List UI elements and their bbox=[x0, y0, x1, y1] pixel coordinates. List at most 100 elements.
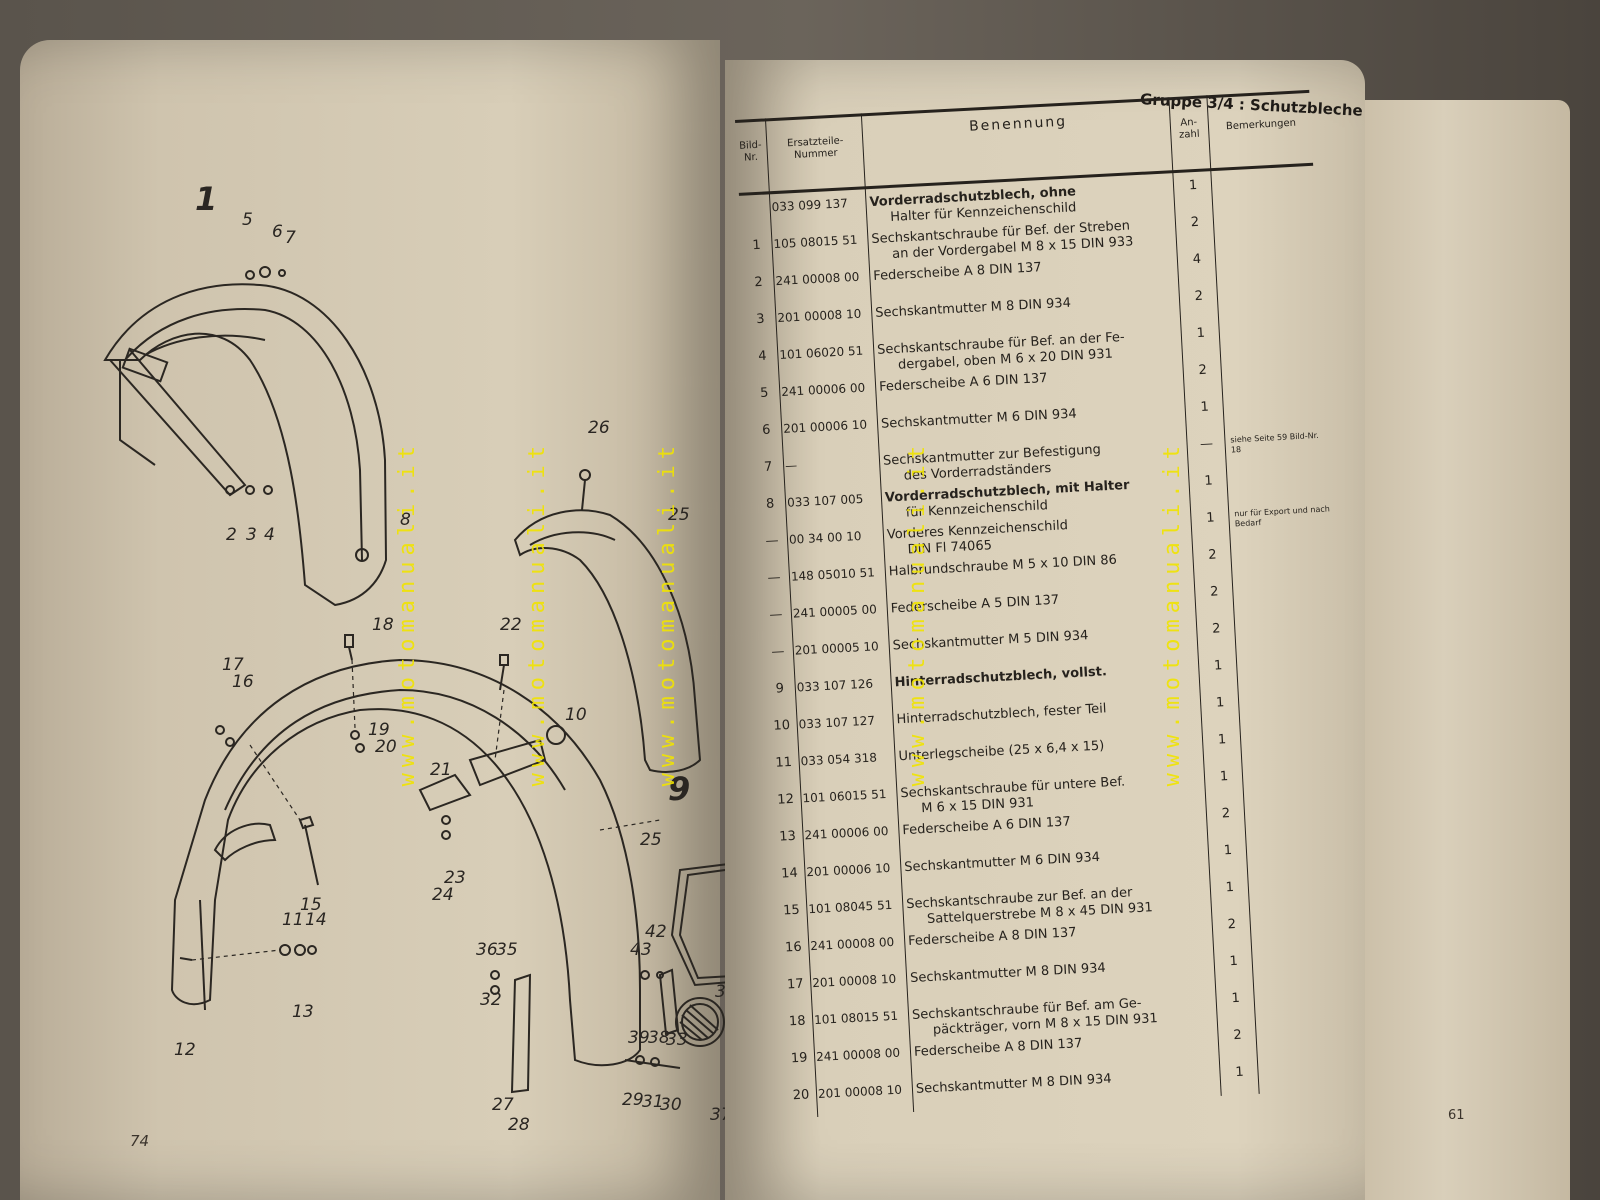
figure-label: 4 bbox=[264, 525, 275, 545]
row-part-number: 201 00008 10 bbox=[817, 1082, 903, 1101]
header-bild: Bild-Nr. bbox=[738, 139, 762, 164]
row-quantity: 2 bbox=[1209, 584, 1219, 600]
row-bild-nr: — bbox=[765, 533, 779, 549]
row-bild-nr: 16 bbox=[784, 939, 803, 956]
figure-label: 28 bbox=[508, 1115, 530, 1135]
figure-label: 30 bbox=[660, 1095, 682, 1115]
row-part-number: 033 107 127 bbox=[798, 713, 876, 732]
figure-label: 23 bbox=[444, 868, 466, 888]
row-part-number: 241 00008 00 bbox=[775, 269, 860, 289]
row-remarks bbox=[1242, 652, 1338, 657]
row-quantity: 1 bbox=[1213, 658, 1223, 674]
parts-table: Bild-Nr. Ersatzteile-Nummer Benennung An… bbox=[735, 89, 1362, 1119]
row-bild-nr: 7 bbox=[763, 459, 773, 475]
row-remarks bbox=[1255, 911, 1351, 916]
row-bild-nr: — bbox=[771, 644, 785, 660]
row-part-number: 101 06020 51 bbox=[778, 343, 864, 362]
row-remarks bbox=[1257, 948, 1353, 953]
row-remarks bbox=[1250, 800, 1346, 805]
figure-label: 39 bbox=[628, 1028, 650, 1048]
row-quantity: 2 bbox=[1198, 362, 1208, 379]
figure-label: 43 bbox=[630, 940, 652, 960]
row-remarks bbox=[1261, 1022, 1357, 1027]
figure-label: 26 bbox=[588, 418, 610, 438]
row-bild-nr: 6 bbox=[761, 422, 771, 438]
row-remarks bbox=[1263, 1059, 1359, 1064]
row-quantity: 1 bbox=[1215, 695, 1225, 711]
row-quantity: 1 bbox=[1219, 769, 1229, 785]
figure-label: 5 bbox=[242, 210, 253, 230]
row-quantity: 1 bbox=[1217, 732, 1227, 748]
row-part-number: 101 08015 51 bbox=[813, 1008, 899, 1028]
figure-label: 32 bbox=[480, 990, 502, 1010]
row-quantity: 1 bbox=[1235, 1064, 1245, 1081]
row-quantity: 1 bbox=[1188, 177, 1198, 194]
row-remarks bbox=[1246, 726, 1342, 731]
row-remarks bbox=[1232, 467, 1328, 472]
row-bild-nr: 12 bbox=[776, 791, 795, 808]
row-remarks bbox=[1219, 209, 1315, 214]
row-bild-nr: 14 bbox=[780, 865, 799, 882]
watermark-text: www.motomanuali.it bbox=[905, 440, 930, 787]
figure-label: 18 bbox=[372, 615, 394, 635]
row-bild-nr: 19 bbox=[790, 1050, 808, 1067]
row-quantity: 1 bbox=[1204, 473, 1214, 489]
row-remarks bbox=[1259, 985, 1355, 990]
figure-label: 20 bbox=[375, 737, 397, 757]
row-part-number: 201 00005 10 bbox=[794, 639, 880, 658]
row-remarks bbox=[1224, 320, 1320, 325]
row-quantity: 2 bbox=[1211, 621, 1221, 637]
header-anzahl: An-zahl bbox=[1178, 116, 1200, 141]
figure-label: 31 bbox=[642, 1092, 664, 1112]
row-bild-nr: 13 bbox=[778, 828, 797, 845]
row-remarks bbox=[1244, 689, 1340, 694]
front-fender-outline bbox=[103, 283, 388, 607]
row-remarks bbox=[1222, 283, 1318, 288]
row-bild-nr: 18 bbox=[788, 1013, 806, 1030]
row-part-number: 241 00008 00 bbox=[815, 1045, 901, 1065]
figure-label: 19 bbox=[368, 720, 390, 740]
row-remarks bbox=[1236, 541, 1332, 546]
figure-label: 11 bbox=[282, 910, 304, 930]
row-bild-nr: 5 bbox=[759, 385, 769, 402]
figure-label-1: 1 bbox=[195, 180, 218, 218]
row-part-number: 241 00006 00 bbox=[780, 380, 866, 399]
row-bild-nr: 1 bbox=[752, 237, 762, 254]
row-quantity: 2 bbox=[1233, 1027, 1243, 1044]
row-part-number: — bbox=[784, 458, 798, 473]
figure-label: 24 bbox=[432, 885, 454, 905]
row-part-number: 101 06015 51 bbox=[802, 787, 887, 806]
left-page bbox=[20, 40, 720, 1200]
row-remarks bbox=[1228, 394, 1324, 399]
row-quantity: 1 bbox=[1231, 990, 1241, 1007]
row-part-number: 201 00006 10 bbox=[782, 417, 868, 436]
row-remarks bbox=[1253, 874, 1349, 879]
row-quantity: 2 bbox=[1190, 214, 1200, 231]
reflector bbox=[675, 997, 725, 1047]
figure-label: 8 bbox=[400, 510, 411, 530]
row-remarks bbox=[1248, 763, 1344, 768]
row-quantity: 1 bbox=[1223, 842, 1233, 859]
row-part-number: 033 099 137 bbox=[771, 196, 849, 215]
figure-label: 3 bbox=[246, 525, 257, 545]
header-bemerkungen: Bemerkungen bbox=[1225, 117, 1297, 133]
figure-label: 38 bbox=[648, 1028, 670, 1048]
page-stack-edge bbox=[1360, 100, 1570, 1200]
row-remarks: nur für Export und nach Bedarf bbox=[1234, 504, 1331, 529]
figure-label: 16 bbox=[232, 672, 254, 692]
row-quantity: 2 bbox=[1207, 547, 1217, 563]
row-bild-nr: 3 bbox=[755, 311, 766, 328]
figure-label: 25 bbox=[668, 505, 690, 525]
row-part-number: 105 08015 51 bbox=[773, 232, 858, 252]
front-fender-variant bbox=[513, 509, 702, 773]
rear-bracket bbox=[418, 773, 472, 812]
row-quantity: 2 bbox=[1221, 806, 1231, 822]
figure-label: 33 bbox=[666, 1030, 688, 1050]
figure-label: 35 bbox=[496, 940, 518, 960]
row-quantity: 2 bbox=[1227, 916, 1237, 933]
row-quantity: 1 bbox=[1200, 399, 1210, 416]
figure-label: 22 bbox=[500, 615, 522, 635]
figure-label: 42 bbox=[645, 922, 667, 942]
watermark-text: www.motomanuali.it bbox=[525, 440, 550, 787]
row-remarks bbox=[1240, 615, 1336, 620]
